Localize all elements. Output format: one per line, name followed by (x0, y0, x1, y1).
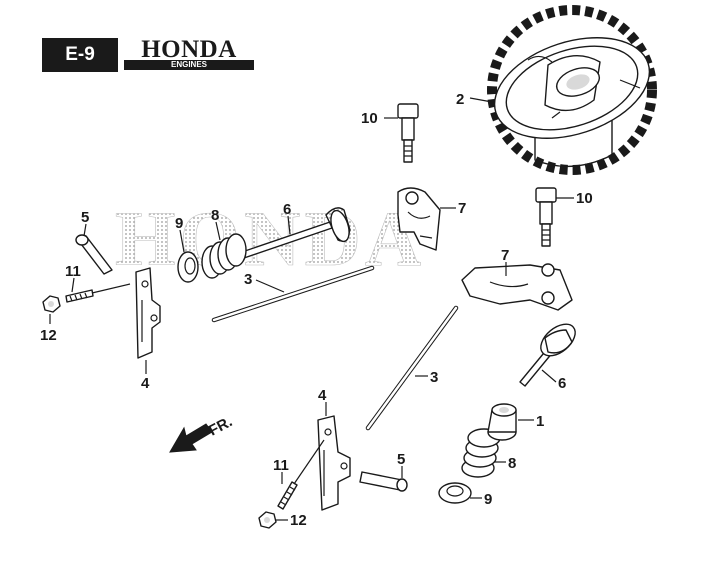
callout-11-upper: 11 (65, 263, 81, 280)
nut-lower (258, 511, 277, 529)
push-rod-lower (365, 305, 459, 431)
callout-5-lower: 5 (397, 451, 405, 468)
front-direction-arrow: FR. (169, 413, 235, 453)
watermark: HONDA (115, 195, 425, 282)
callout-8-upper: 8 (211, 207, 219, 224)
callout-10-lower: 10 (576, 190, 593, 207)
callout-7-lower: 7 (501, 247, 509, 264)
logo-wordmark: HONDA (141, 36, 237, 63)
callout-12-lower: 12 (290, 512, 307, 529)
callout-3-lower: 3 (430, 369, 438, 386)
stud-upper (65, 283, 131, 303)
callout-10-upper: 10 (361, 110, 378, 127)
stud-lower (277, 439, 325, 510)
push-rod-upper (211, 265, 375, 323)
callout-11-lower: 11 (273, 457, 289, 474)
valve-spring-lower (461, 428, 501, 478)
callout-9-upper: 9 (175, 215, 183, 232)
rocker-arm-upper (397, 187, 441, 251)
retainer-upper (177, 251, 199, 283)
retainer-lower (438, 482, 472, 504)
callout-5-upper: 5 (81, 209, 89, 226)
callout-6-upper: 6 (283, 201, 291, 218)
callout-9-lower: 9 (484, 491, 492, 508)
callout-2: 2 (456, 91, 464, 108)
section-badge: E-9 (42, 38, 118, 72)
leader-lines (49, 97, 574, 521)
pin-upper (75, 234, 113, 275)
direction-label: FR. (206, 413, 235, 439)
rocker-arm-lower (461, 263, 573, 311)
bracket-upper (135, 267, 161, 359)
callout-12-upper: 12 (40, 327, 57, 344)
callout-6-lower: 6 (558, 375, 566, 392)
valve-spring-upper (201, 233, 247, 279)
nut-upper (42, 295, 61, 313)
bracket-lower (317, 415, 351, 511)
valve-seal (487, 403, 517, 441)
callout-8-lower: 8 (508, 455, 516, 472)
callout-3-upper: 3 (244, 271, 252, 288)
honda-logo: HONDA ENGINES (124, 36, 254, 72)
callout-1: 1 (536, 413, 544, 430)
logo-bar (124, 60, 254, 70)
callout-7-upper: 7 (458, 200, 466, 217)
callout-4-lower: 4 (318, 387, 327, 404)
pin-lower (359, 471, 408, 492)
bolt-10-lower (535, 187, 557, 247)
valve-lower (519, 323, 576, 387)
callout-4-upper: 4 (141, 375, 150, 392)
camshaft-gear (487, 5, 657, 175)
logo-subtitle: ENGINES (170, 60, 207, 69)
bolt-10-upper (397, 103, 419, 163)
